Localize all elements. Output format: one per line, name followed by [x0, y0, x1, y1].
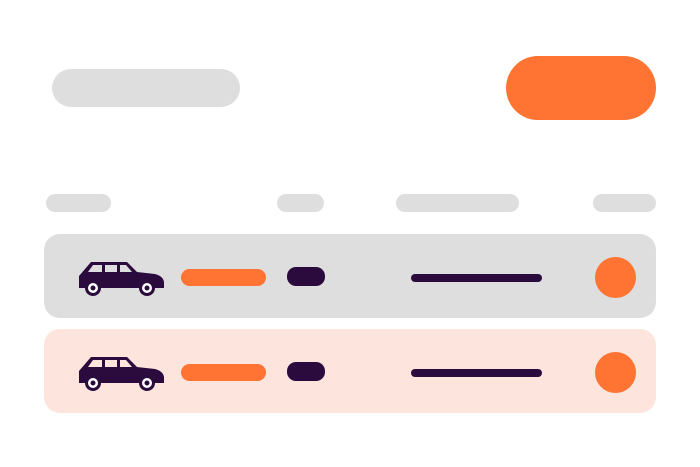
page-title-placeholder [52, 69, 240, 107]
car-icon [79, 357, 164, 391]
primary-value-bar [181, 269, 266, 286]
primary-action-button[interactable] [506, 56, 656, 120]
column-header-status [593, 194, 656, 212]
column-header-label [46, 194, 47, 195]
details-line [411, 274, 542, 282]
table-row[interactable] [44, 234, 656, 318]
car-icon [79, 262, 164, 296]
primary-action-label [581, 88, 582, 89]
tag-chip [287, 362, 325, 381]
status-dot-icon[interactable] [595, 352, 636, 393]
column-header-vehicle [46, 194, 111, 212]
details-line [411, 369, 542, 377]
tag-chip [287, 267, 325, 286]
column-header-tag [277, 194, 324, 212]
column-header-label [277, 194, 278, 195]
status-dot-icon[interactable] [595, 257, 636, 298]
column-header-label [396, 194, 397, 195]
primary-value-bar [181, 364, 266, 381]
column-header-label [593, 194, 594, 195]
table-row[interactable] [44, 329, 656, 413]
column-header-details [396, 194, 519, 212]
page-title-text [52, 69, 53, 70]
